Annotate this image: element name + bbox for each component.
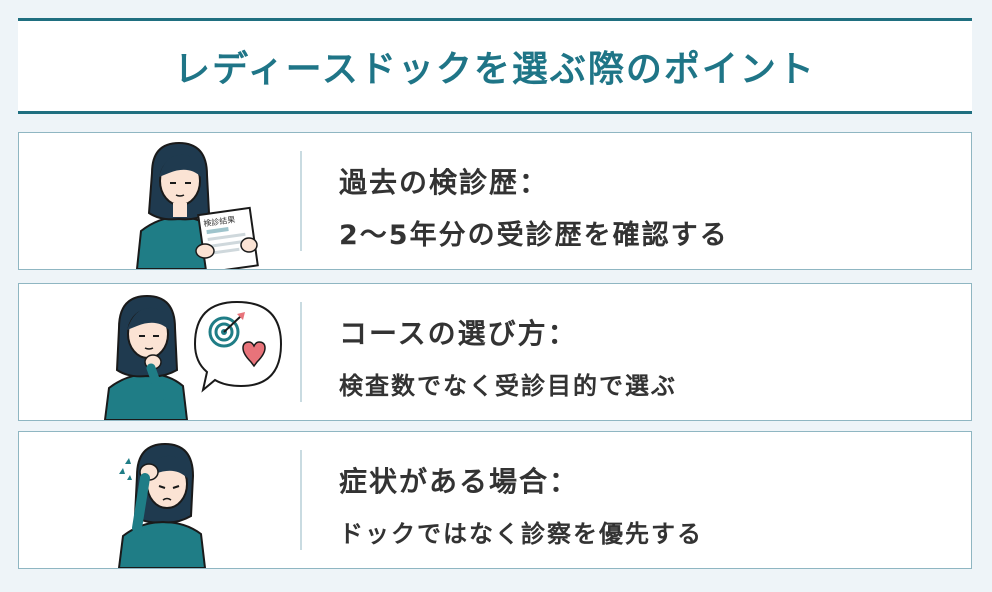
point-heading: 症状がある場合：: [339, 465, 580, 498]
point-description: 2～5年分の受診歴を確認する: [339, 220, 729, 251]
woman-worried-icon: [117, 442, 207, 568]
point-description: ドックではなく診察を優先する: [339, 520, 703, 548]
point-card-history: 検診結果 過去の検診歴： 2～5年分の受診歴を確認する: [18, 132, 972, 270]
card-divider: [300, 450, 302, 550]
results-sheet-label: 検診結果: [203, 214, 236, 228]
point-heading: コースの選び方：: [339, 317, 578, 350]
point-heading: 過去の検診歴：: [339, 166, 550, 199]
point-description: 検査数でなく受診目的で選ぶ: [339, 372, 677, 400]
point-card-symptoms: 症状がある場合： ドックではなく診察を優先する: [18, 431, 972, 569]
woman-thinking-target-heart-icon: [103, 294, 283, 420]
card-divider: [300, 151, 302, 251]
page-title: レディースドックを選ぶ際のポイント: [174, 49, 816, 90]
title-banner: レディースドックを選ぶ際のポイント: [18, 18, 972, 114]
card-divider: [300, 302, 302, 402]
point-card-course: コースの選び方： 検査数でなく受診目的で選ぶ: [18, 283, 972, 421]
woman-reading-results-icon: 検診結果: [135, 141, 259, 269]
